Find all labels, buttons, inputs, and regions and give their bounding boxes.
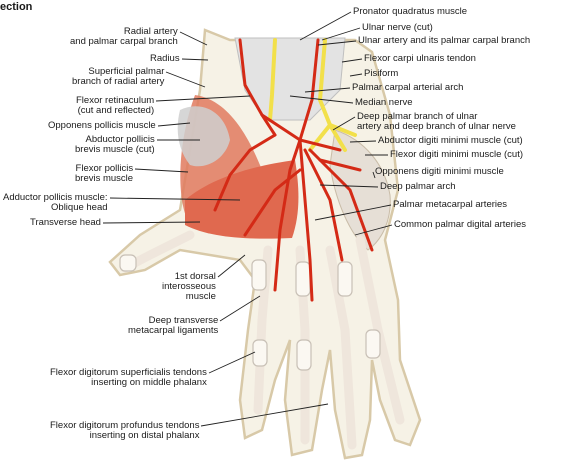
leader-left-6: [135, 169, 188, 172]
left-label-3: Flexor retinaculum(cut and reflected): [76, 96, 154, 116]
right-label-0: Pronator quadratus muscle: [353, 7, 467, 17]
left-label-8: Transverse head: [30, 218, 101, 228]
right-label-5: Palmar carpal arterial arch: [352, 83, 463, 93]
left-label-4: Opponens pollicis muscle: [48, 121, 156, 131]
right-label-3: Flexor carpi ulnaris tendon: [364, 54, 476, 64]
right-label-8: Abductor digiti minimi muscle (cut): [378, 136, 523, 146]
leader-right-0: [300, 12, 351, 40]
right-label-4: Pisiform: [364, 69, 398, 79]
left-label-7: Adductor pollicis muscle:Oblique head: [3, 193, 108, 213]
leader-left-0: [180, 32, 207, 45]
right-label-12: Palmar metacarpal arteries: [393, 200, 507, 210]
right-label-2: Ulnar artery and its palmar carpal branc…: [358, 36, 530, 46]
anatomy-drawing: [110, 30, 420, 458]
left-label-1: Radius: [150, 54, 180, 64]
right-label-6: Median nerve: [355, 98, 413, 108]
leader-left-2: [166, 72, 205, 87]
right-label-9: Flexor digiti minimi muscle (cut): [390, 150, 523, 160]
right-label-13: Common palmar digital arteries: [394, 220, 526, 230]
right-label-11: Deep palmar arch: [380, 182, 456, 192]
right-label-1: Ulnar nerve (cut): [362, 23, 433, 33]
right-label-10: Opponens digiti minimi muscle: [375, 167, 504, 177]
